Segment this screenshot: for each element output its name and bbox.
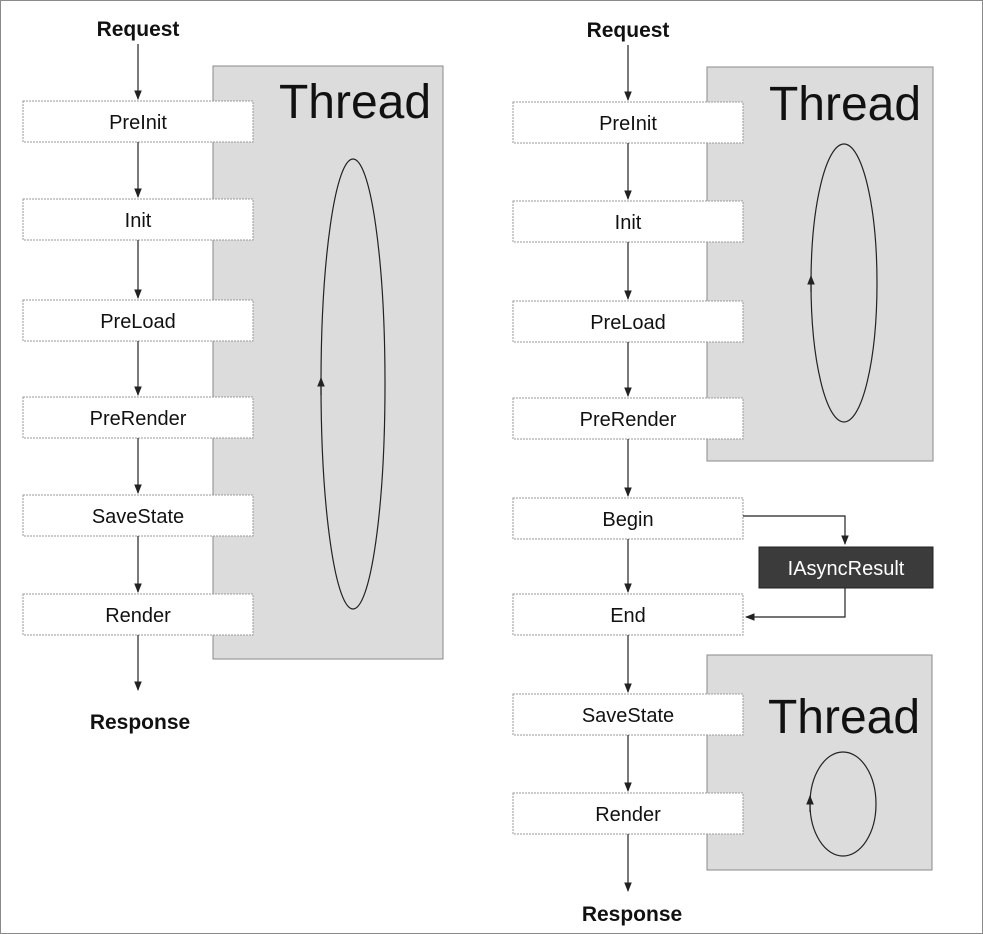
left-stage-label: PreLoad — [100, 311, 176, 333]
right-stage-box — [512, 397, 744, 440]
right-response-label: Response — [582, 903, 682, 926]
right-stage-label: End — [610, 605, 646, 627]
right-request-label: Request — [587, 19, 670, 42]
left-thread-label: Thread — [279, 76, 431, 129]
right-thread-label-bottom: Thread — [768, 691, 920, 744]
right-stage-box — [512, 300, 744, 343]
right-stage-label: PreLoad — [590, 312, 666, 334]
left-stage-label: PreInit — [109, 112, 167, 134]
right-stage-box — [512, 101, 744, 144]
left-stage-box — [22, 100, 254, 143]
left-stage-label: SaveState — [92, 506, 184, 528]
left-response-label: Response — [90, 711, 190, 734]
right-thread-panel-top — [706, 66, 934, 462]
right-asynchronous-flow: Thread Thread Request PreInit Init PreLo… — [512, 19, 934, 926]
left-stage-label: PreRender — [90, 408, 187, 430]
right-stage-label: PreInit — [599, 113, 657, 135]
begin-to-async-connector — [743, 515, 849, 545]
right-stage-label: Render — [595, 804, 661, 826]
left-request-label: Request — [97, 18, 180, 41]
iasyncresult-box — [758, 546, 934, 589]
right-thread-label-top: Thread — [769, 78, 921, 131]
iasyncresult-label: IAsyncResult — [788, 558, 905, 580]
right-thread-panel-bottom — [706, 654, 933, 871]
right-stage-label: SaveState — [582, 705, 674, 727]
left-synchronous-flow: Thread Request PreInit Init PreLoad PreR… — [22, 18, 444, 734]
left-stage-box — [22, 593, 254, 636]
right-stage-box — [512, 693, 744, 736]
left-stage-label: Init — [125, 210, 152, 232]
async-to-end-connector — [745, 588, 846, 621]
right-stage-box — [512, 497, 744, 540]
right-stage-box — [512, 593, 744, 636]
left-stage-label: Render — [105, 605, 171, 627]
left-thread-panel — [212, 65, 444, 660]
right-stage-label: Init — [615, 212, 642, 234]
left-stage-box — [22, 494, 254, 537]
right-stage-box — [512, 792, 744, 835]
right-stage-label: Begin — [602, 509, 653, 531]
right-stage-label: PreRender — [580, 409, 677, 431]
left-stage-box — [22, 396, 254, 439]
